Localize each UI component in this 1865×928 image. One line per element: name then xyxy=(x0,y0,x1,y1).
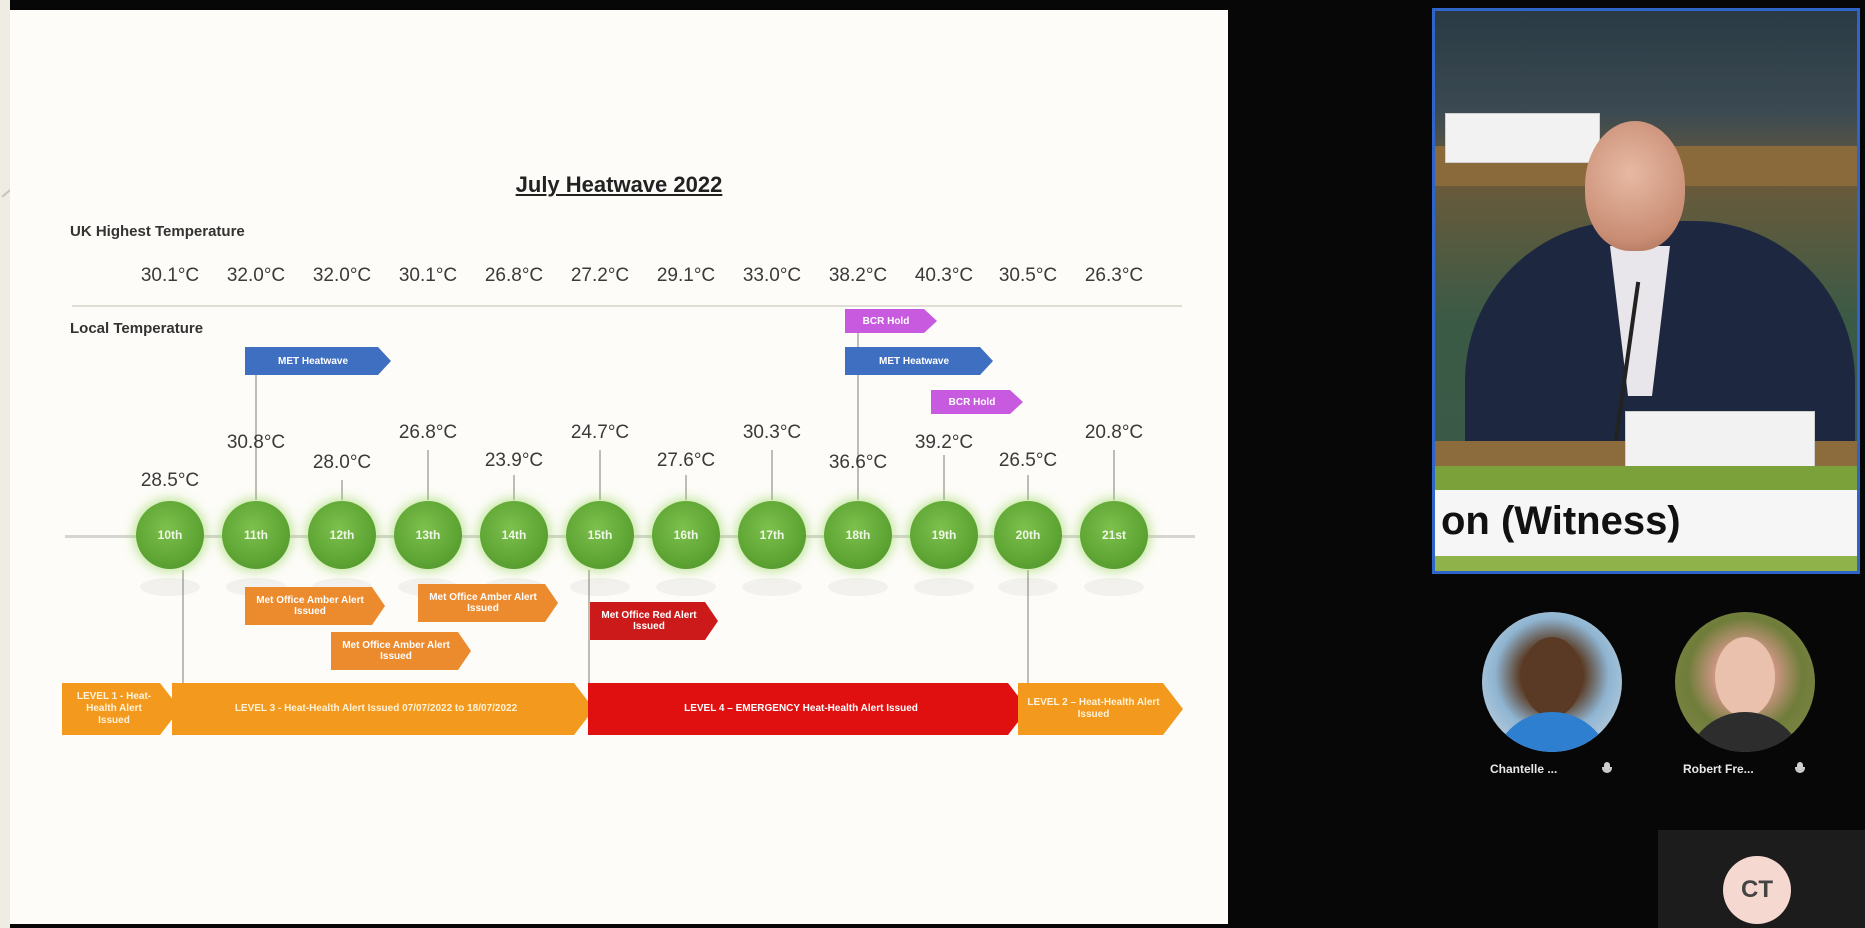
bcr-hold-tag: BCR Hold xyxy=(845,309,937,333)
day-node: 13th xyxy=(394,501,462,569)
temperature-stem xyxy=(341,480,343,500)
shared-slide: July Heatwave 2022 UK Highest Temperatur… xyxy=(10,10,1228,924)
local-temperature-value: 26.8°C xyxy=(398,422,458,443)
uk-temperature-value: 32.0°C xyxy=(226,265,286,286)
local-temperature-value: 30.8°C xyxy=(226,432,286,453)
temperature-stem xyxy=(943,455,945,500)
participant-shoulders xyxy=(1685,712,1805,752)
video-name-sign-back xyxy=(1445,113,1600,163)
muted-mic-icon xyxy=(1795,762,1805,776)
uk-temperature-value: 26.8°C xyxy=(484,265,544,286)
uk-temperature-label: UK Highest Temperature xyxy=(70,223,245,240)
local-temperature-value: 20.8°C xyxy=(1084,422,1144,443)
day-node: 17th xyxy=(738,501,806,569)
temperature-stem xyxy=(685,475,687,500)
day-node-reflection xyxy=(140,578,200,596)
local-temperature-value: 24.7°C xyxy=(570,422,630,443)
temperature-stem xyxy=(1027,475,1029,500)
temperature-stem xyxy=(513,475,515,500)
participant-face xyxy=(1522,637,1582,717)
video-caption-box xyxy=(1435,490,1857,556)
day-node-reflection xyxy=(656,578,716,596)
section-divider xyxy=(72,305,1182,307)
active-speaker-video[interactable]: on (Witness) xyxy=(1432,8,1860,574)
day-node: 20th xyxy=(994,501,1062,569)
uk-temperature-value: 29.1°C xyxy=(656,265,716,286)
uk-temperature-value: 27.2°C xyxy=(570,265,630,286)
bcr-hold-tag: BCR Hold xyxy=(931,390,1023,414)
participant-name: Robert Fre... xyxy=(1683,762,1754,776)
uk-temperature-value: 40.3°C xyxy=(914,265,974,286)
level-connector xyxy=(1027,570,1029,683)
met-heatwave-tag: MET Heatwave xyxy=(845,347,993,375)
day-node: 18th xyxy=(824,501,892,569)
day-node: 21st xyxy=(1080,501,1148,569)
local-temperature-value: 36.6°C xyxy=(828,452,888,473)
met-heatwave-tag: MET Heatwave xyxy=(245,347,391,375)
day-node: 14th xyxy=(480,501,548,569)
local-temperature-value: 28.5°C xyxy=(140,470,200,491)
participant-video-chantelle[interactable] xyxy=(1482,612,1622,752)
local-temperature-value: 26.5°C xyxy=(998,450,1058,471)
level-2-banner: LEVEL 2 – Heat-Health Alert Issued xyxy=(1018,683,1183,735)
red-alert-tag: Met Office Red Alert Issued xyxy=(590,602,718,640)
slide-title: July Heatwave 2022 xyxy=(515,172,723,197)
amber-alert-tag: Met Office Amber Alert Issued xyxy=(331,632,471,670)
local-temperature-value: 30.3°C xyxy=(742,422,802,443)
uk-temperature-value: 32.0°C xyxy=(312,265,372,286)
amber-alert-tag: Met Office Amber Alert Issued xyxy=(245,587,385,625)
level-connector xyxy=(182,570,184,683)
day-node-reflection xyxy=(570,578,630,596)
uk-temperature-value: 26.3°C xyxy=(1084,265,1144,286)
local-temperature-value: 39.2°C xyxy=(914,432,974,453)
video-name-sign xyxy=(1625,411,1815,473)
level-1-banner: LEVEL 1 - Heat-Health Alert Issued xyxy=(62,683,180,735)
local-temperature-value: 27.6°C xyxy=(656,450,716,471)
temperature-stem xyxy=(255,375,257,500)
video-caption-strip xyxy=(1435,466,1857,490)
participant-video-robert[interactable] xyxy=(1675,612,1815,752)
day-node: 10th xyxy=(136,501,204,569)
day-node: 12th xyxy=(308,501,376,569)
level-connector xyxy=(588,570,590,683)
self-avatar-initials: CT xyxy=(1723,856,1791,924)
participant-face xyxy=(1715,637,1775,717)
temperature-stem xyxy=(771,450,773,500)
level-4-banner: LEVEL 4 – EMERGENCY Heat-Health Alert Is… xyxy=(588,683,1028,735)
day-node: 16th xyxy=(652,501,720,569)
day-node: 11th xyxy=(222,501,290,569)
local-temperature-value: 28.0°C xyxy=(312,452,372,473)
uk-temperature-value: 30.1°C xyxy=(140,265,200,286)
video-caption-lower-strip xyxy=(1435,556,1857,571)
day-node: 15th xyxy=(566,501,634,569)
uk-temperature-value: 33.0°C xyxy=(742,265,802,286)
temperature-stem xyxy=(1113,450,1115,500)
day-node: 19th xyxy=(910,501,978,569)
temperature-stem xyxy=(427,450,429,500)
temperature-stem xyxy=(599,450,601,500)
video-caption: on (Witness) xyxy=(1441,499,1681,543)
day-node-reflection xyxy=(914,578,974,596)
amber-alert-tag: Met Office Amber Alert Issued xyxy=(418,584,558,622)
uk-temperature-value: 38.2°C xyxy=(828,265,888,286)
uk-temperature-value: 30.1°C xyxy=(398,265,458,286)
day-node-reflection xyxy=(828,578,888,596)
temperature-stem xyxy=(857,330,859,500)
local-temperature-label: Local Temperature xyxy=(70,320,204,337)
local-temperature-value: 23.9°C xyxy=(484,450,544,471)
window-edge xyxy=(0,0,10,928)
video-speaker-head xyxy=(1585,121,1685,251)
day-node-reflection xyxy=(998,578,1058,596)
uk-temperature-value: 30.5°C xyxy=(998,265,1058,286)
day-node-reflection xyxy=(742,578,802,596)
level-3-banner: LEVEL 3 - Heat-Health Alert Issued 07/07… xyxy=(172,683,594,735)
participant-name: Chantelle ... xyxy=(1490,762,1558,776)
day-node-reflection xyxy=(1084,578,1144,596)
participant-shoulders xyxy=(1492,712,1612,752)
muted-mic-icon xyxy=(1602,762,1612,776)
